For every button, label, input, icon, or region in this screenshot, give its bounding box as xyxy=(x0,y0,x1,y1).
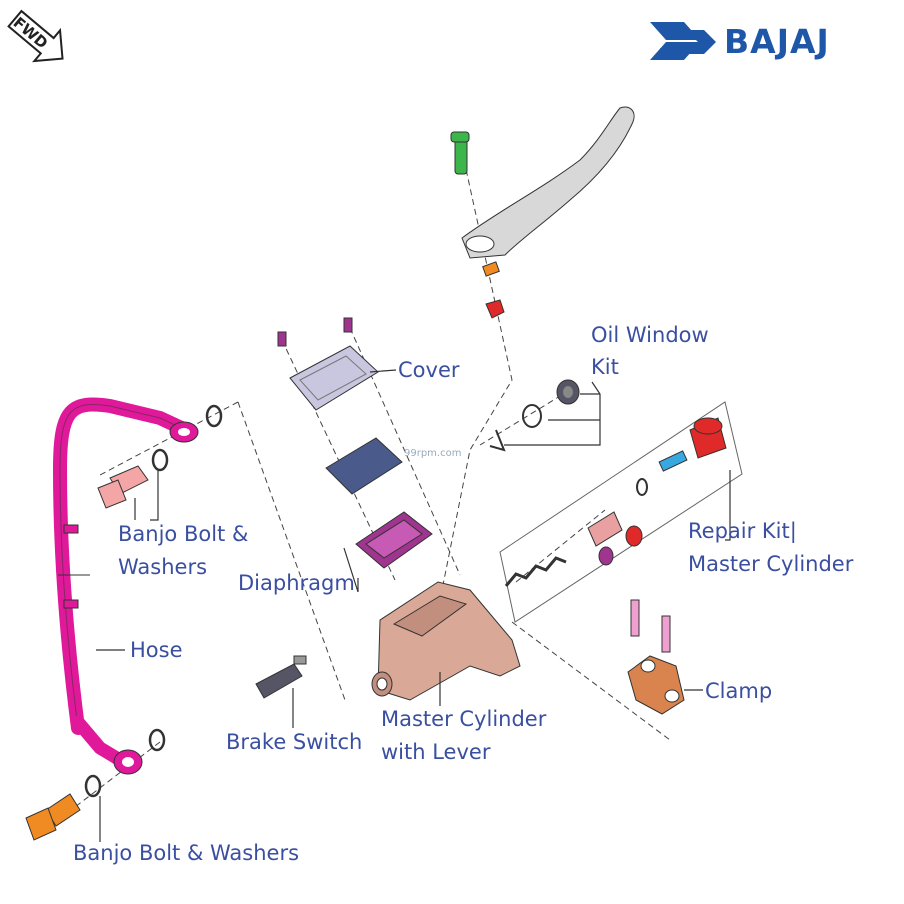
label-master-cylinder-line2: with Lever xyxy=(381,740,491,764)
label-banjo-bottom: Banjo Bolt & Washers xyxy=(73,841,299,865)
label-oil-window-line2: Kit xyxy=(591,355,619,379)
diaphragm-seal-part xyxy=(355,511,433,569)
label-hose: Hose xyxy=(130,638,183,662)
washer-ring-icon xyxy=(84,404,223,798)
clamp-bolt-part xyxy=(630,599,671,653)
leader-lines xyxy=(96,369,731,842)
master-cylinder-part xyxy=(371,581,521,701)
hose-part xyxy=(52,397,199,775)
label-master-cylinder-line1: Master Cylinder xyxy=(381,707,547,731)
label-banjo-top-line2: Washers xyxy=(118,555,207,579)
lever-pin-part xyxy=(450,131,470,175)
bajaj-logo: BAJAJ xyxy=(650,22,830,61)
label-diaphragm: Diaphragm xyxy=(238,571,355,595)
label-clamp: Clamp xyxy=(705,679,772,703)
oil-window-part xyxy=(489,379,580,452)
label-brake-switch: Brake Switch xyxy=(226,730,362,754)
watermark-text: 99rpm.com xyxy=(404,448,461,459)
bajaj-logo-text: BAJAJ xyxy=(724,22,830,61)
diaphragm-part xyxy=(325,437,403,495)
cover-part xyxy=(289,345,379,411)
banjo-bolt-top-part xyxy=(97,465,149,509)
label-banjo-top-line1: Banjo Bolt & xyxy=(118,522,248,546)
label-repair-kit-line1: Repair Kit| xyxy=(688,519,797,544)
assembly-guide-lines xyxy=(57,159,671,821)
clamp-part xyxy=(627,655,685,715)
part-labels: Cover Oil Window Kit Banjo Bolt & Washer… xyxy=(73,323,854,865)
banjo-bolt-bottom-part xyxy=(25,793,81,841)
label-repair-kit-line2: Master Cylinder xyxy=(688,552,854,576)
label-cover: Cover xyxy=(398,358,460,382)
repair-kit-frame xyxy=(499,401,743,623)
repair-kit-part xyxy=(504,417,727,587)
brake-lever-part xyxy=(461,106,635,259)
lever-nut-part xyxy=(485,299,505,319)
bajaj-emblem-icon xyxy=(650,22,716,60)
cover-screw-part xyxy=(277,317,353,347)
lever-adjuster-part xyxy=(482,261,500,277)
label-oil-window-line1: Oil Window xyxy=(591,323,709,347)
fwd-arrow-icon: FWD xyxy=(7,9,64,63)
brake-switch-part xyxy=(255,655,307,699)
